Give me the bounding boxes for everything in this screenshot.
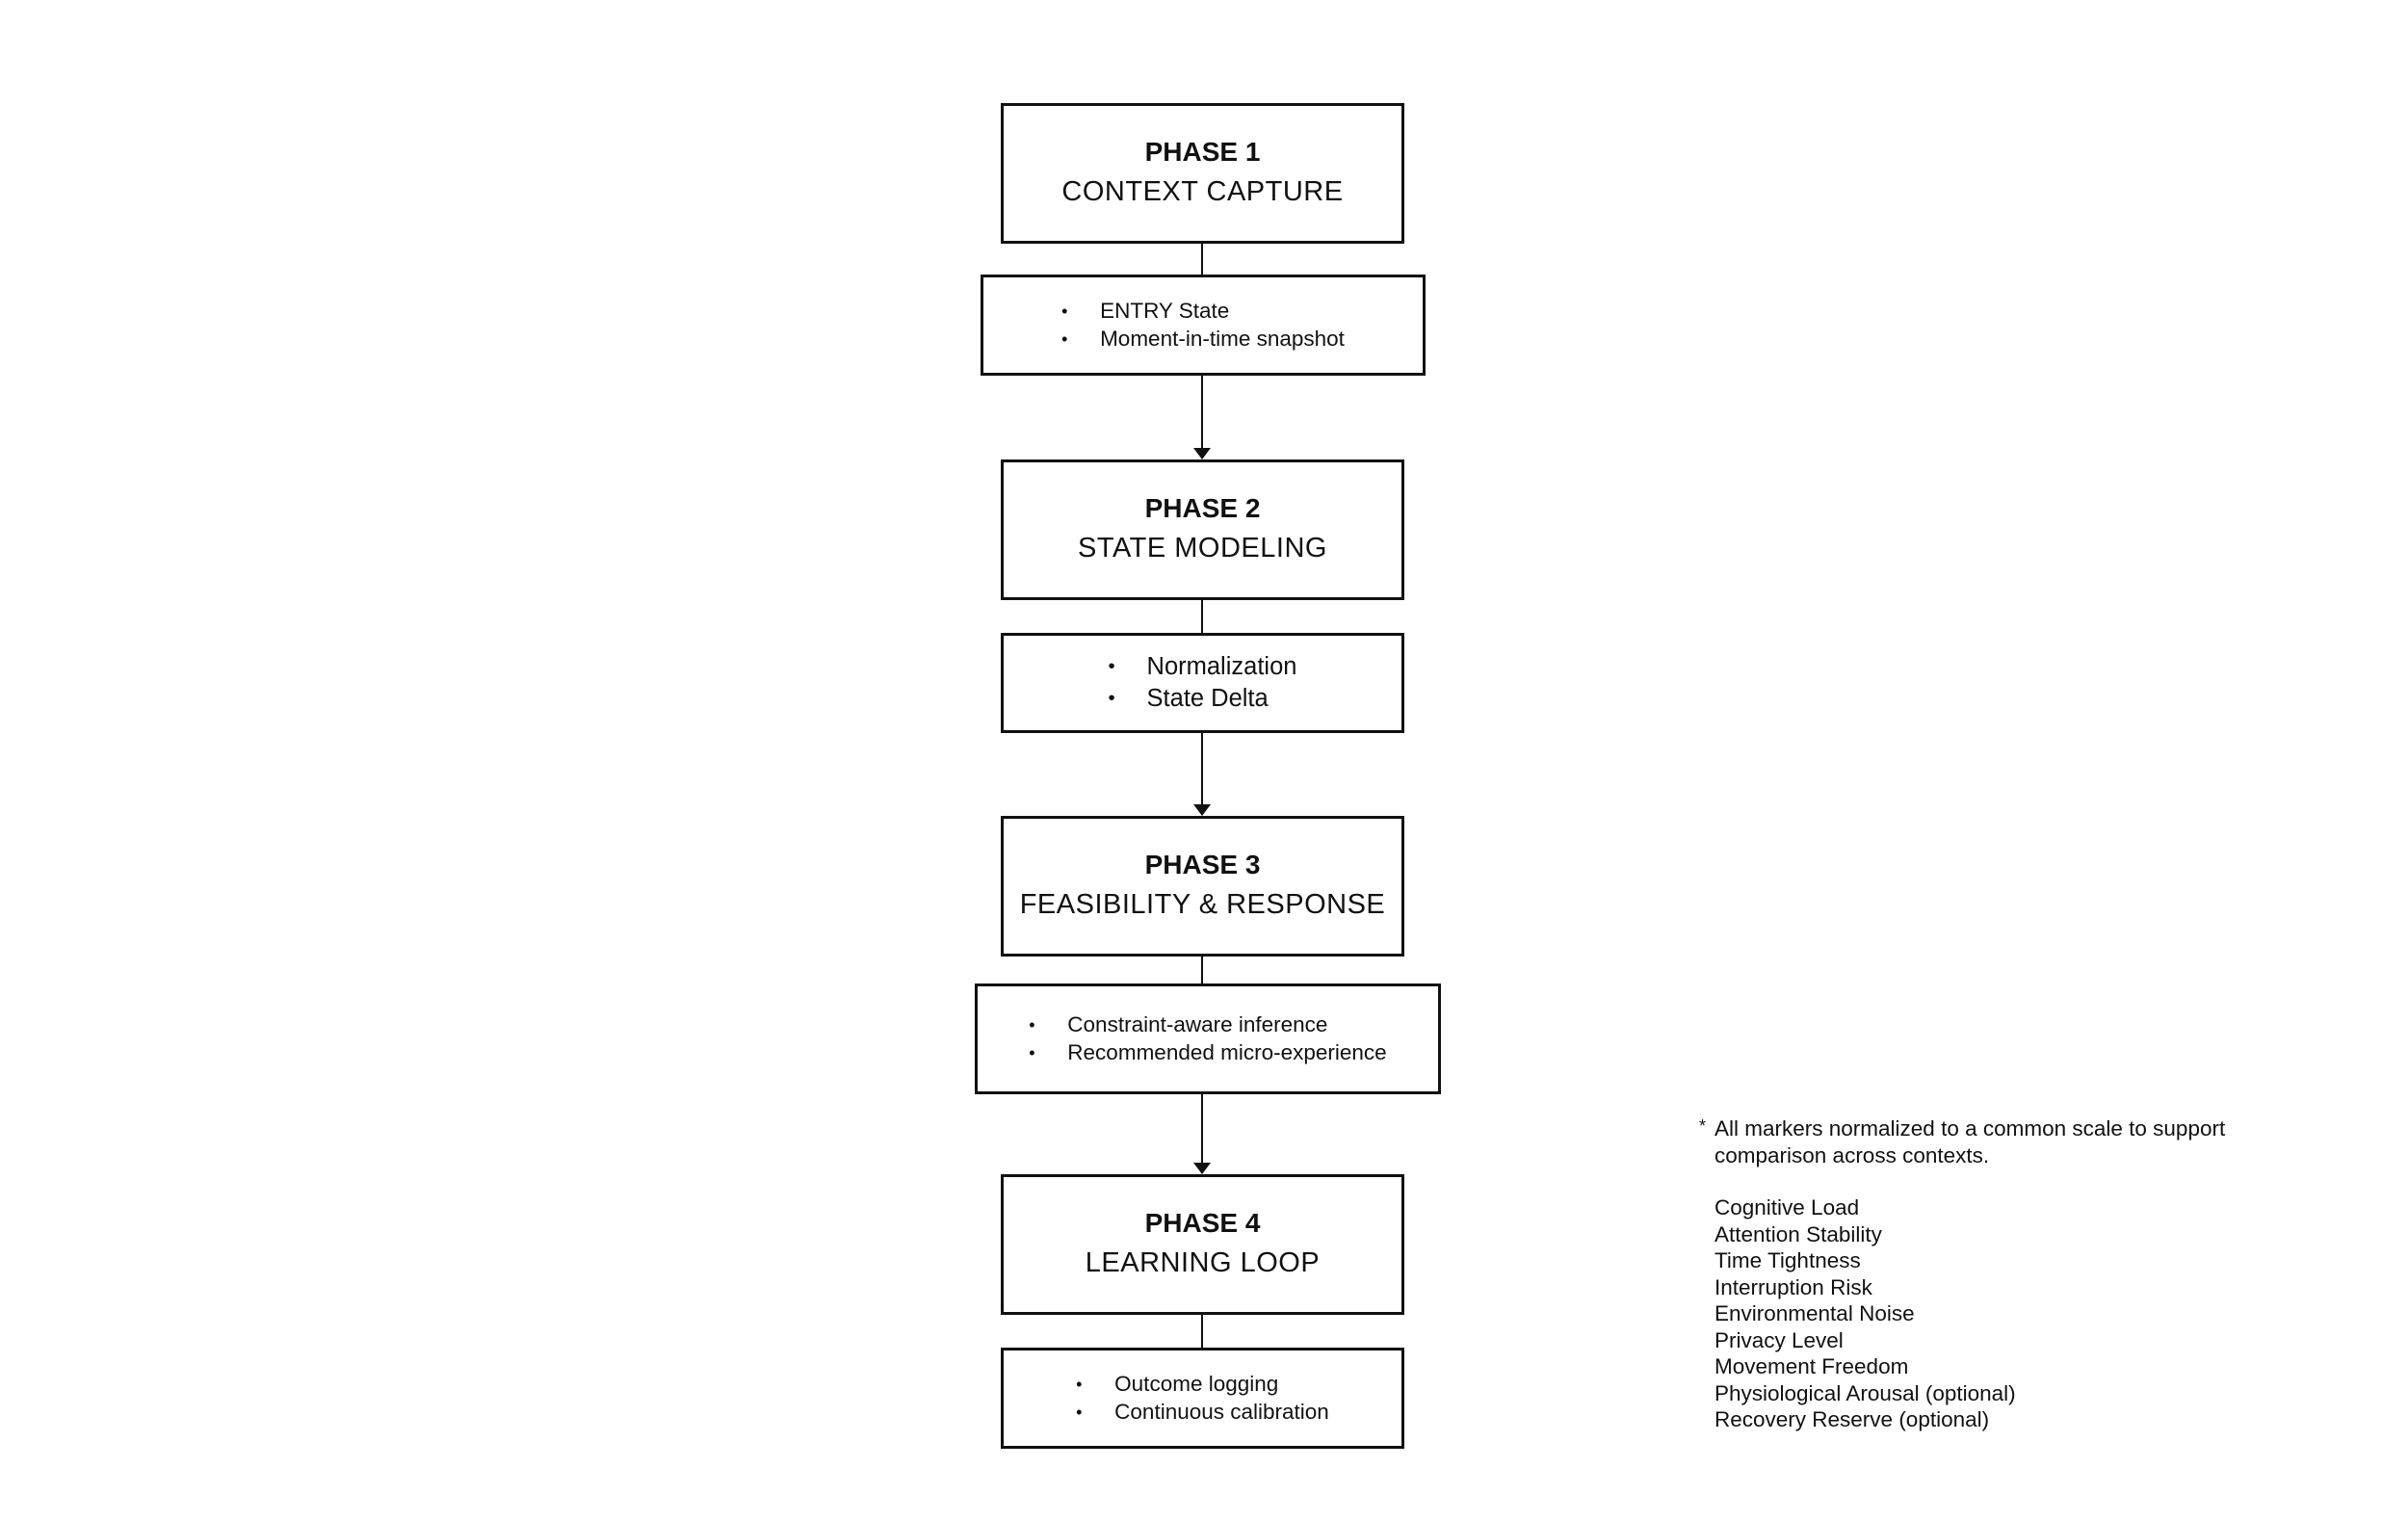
phase-3-detail-item: Recommended micro-experience [1029,1039,1386,1067]
arrow-1-line [1201,376,1203,449]
marker-item: Interruption Risk [1714,1274,1872,1299]
phase-4-name: LEARNING LOOP [1085,1246,1321,1278]
phase-4-detail-item: Continuous calibration [1076,1399,1329,1427]
marker-item: Cognitive Load [1714,1195,1860,1219]
marker-item: Privacy Level [1714,1327,1844,1352]
phase-1-box: PHASE 1 CONTEXT CAPTURE [1001,103,1404,244]
phase-1-details-box: ENTRY State Moment-in-time snapshot [981,275,1426,376]
phase-3-details-list: Constraint-aware inference Recommended m… [1029,1011,1386,1067]
marker-item: Attention Stability [1714,1221,1882,1246]
marker-item: Time Tightness [1714,1248,1861,1272]
marker-item: Physiological Arousal (optional) [1714,1380,2016,1405]
phase-2-detail-item: State Delta [1109,683,1297,715]
phase-1-detail-item: ENTRY State [1061,298,1345,326]
phase-1-label: PHASE 1 [1144,137,1261,168]
phase-3-label: PHASE 3 [1144,850,1261,880]
marker-item: Environmental Noise [1714,1301,1915,1325]
phase-4-label: PHASE 4 [1144,1208,1261,1239]
phase-2-detail-item: Normalization [1109,651,1297,683]
phase-4-details-box: Outcome logging Continuous calibration [1001,1348,1404,1449]
phase-2-details-box: Normalization State Delta [1001,633,1404,733]
phase-2-connector [1201,600,1203,633]
note-text: All markers normalized to a common scale… [1699,1114,2238,1168]
markers-list: Cognitive Load Attention Stability Time … [1699,1194,2238,1433]
phase-3-details-box: Constraint-aware inference Recommended m… [975,983,1441,1094]
phase-4-detail-item: Outcome logging [1076,1371,1329,1399]
phase-1-connector [1201,244,1203,275]
phase-2-name: STATE MODELING [1078,532,1327,564]
phase-2-box: PHASE 2 STATE MODELING [1001,459,1404,600]
arrow-3-head [1193,1163,1211,1174]
phase-3-name: FEASIBILITY & RESPONSE [1019,888,1386,920]
arrow-2-line [1201,733,1203,805]
phase-4-connector [1201,1315,1203,1348]
phase-1-detail-item: Moment-in-time snapshot [1061,326,1345,354]
markers-note: All markers normalized to a common scale… [1699,1114,2238,1433]
phase-1-details-list: ENTRY State Moment-in-time snapshot [1061,298,1345,354]
phase-3-box: PHASE 3 FEASIBILITY & RESPONSE [1001,816,1404,957]
phase-4-box: PHASE 4 LEARNING LOOP [1001,1174,1404,1315]
arrow-1-head [1193,448,1211,459]
marker-item: Movement Freedom [1714,1354,1909,1378]
phase-2-label: PHASE 2 [1144,493,1261,524]
phase-1-name: CONTEXT CAPTURE [1061,175,1344,207]
phase-3-connector [1201,957,1203,983]
phase-3-detail-item: Constraint-aware inference [1029,1011,1386,1039]
arrow-2-head [1193,804,1211,816]
phase-2-details-list: Normalization State Delta [1109,651,1297,714]
marker-item: Recovery Reserve (optional) [1714,1407,1990,1431]
phase-4-details-list: Outcome logging Continuous calibration [1076,1371,1329,1427]
arrow-3-line [1201,1094,1203,1164]
